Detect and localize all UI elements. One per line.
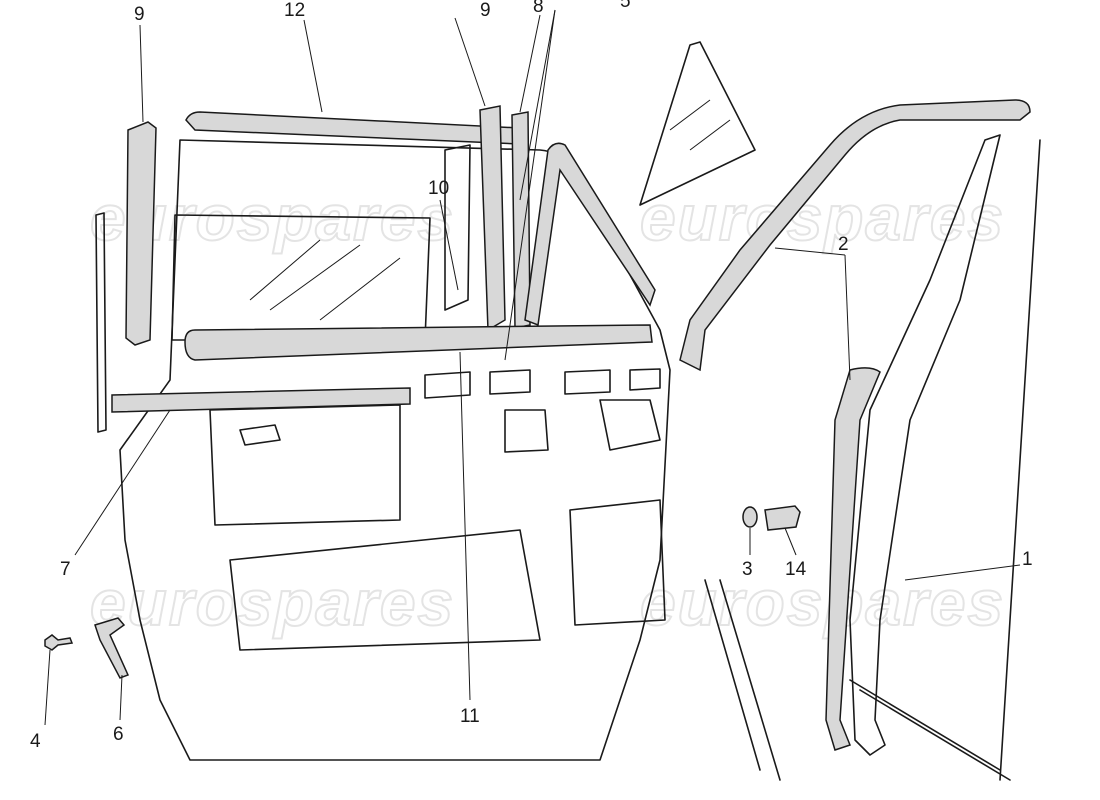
grommet-3 bbox=[742, 506, 758, 528]
callout-12: 12 bbox=[284, 0, 305, 21]
glass-channel-left bbox=[95, 212, 107, 433]
channel-9-8 bbox=[479, 105, 506, 332]
callout-10: 10 bbox=[428, 178, 449, 199]
door-seal-1 bbox=[679, 99, 1031, 372]
callout-9: 9 bbox=[480, 0, 491, 21]
callout-4: 4 bbox=[30, 731, 41, 752]
callout-11: 11 bbox=[460, 706, 480, 727]
svg-text:eurospares: eurospares bbox=[90, 567, 455, 639]
svg-text:eurospares: eurospares bbox=[640, 182, 1005, 254]
callout-2: 2 bbox=[838, 234, 849, 255]
inner-panel bbox=[209, 404, 666, 651]
watermark: eurospares eurospares eurospares eurospa… bbox=[89, 181, 1005, 640]
quarter-glass bbox=[639, 41, 756, 206]
callout-14: 14 bbox=[785, 559, 807, 580]
callout-6: 6 bbox=[113, 724, 124, 745]
callout-1: 1 bbox=[1022, 549, 1033, 570]
channel-5 bbox=[524, 142, 656, 327]
screw-4 bbox=[44, 634, 74, 651]
seal-9-left bbox=[125, 121, 157, 346]
callout-7: 7 bbox=[60, 559, 71, 580]
bracket-6 bbox=[94, 617, 130, 679]
callout-5: 5 bbox=[620, 0, 631, 12]
seal-12-top bbox=[185, 111, 530, 145]
seal-2 bbox=[825, 367, 881, 751]
callout-3: 3 bbox=[742, 559, 753, 580]
body-opening bbox=[704, 139, 1041, 781]
callout-8: 8 bbox=[533, 0, 544, 17]
leader-lines bbox=[44, 9, 1021, 726]
plug-14 bbox=[764, 505, 801, 531]
belt-strip-11 bbox=[184, 324, 653, 361]
callout-9: 9 bbox=[134, 4, 145, 25]
svg-text:eurospares: eurospares bbox=[640, 567, 1005, 639]
